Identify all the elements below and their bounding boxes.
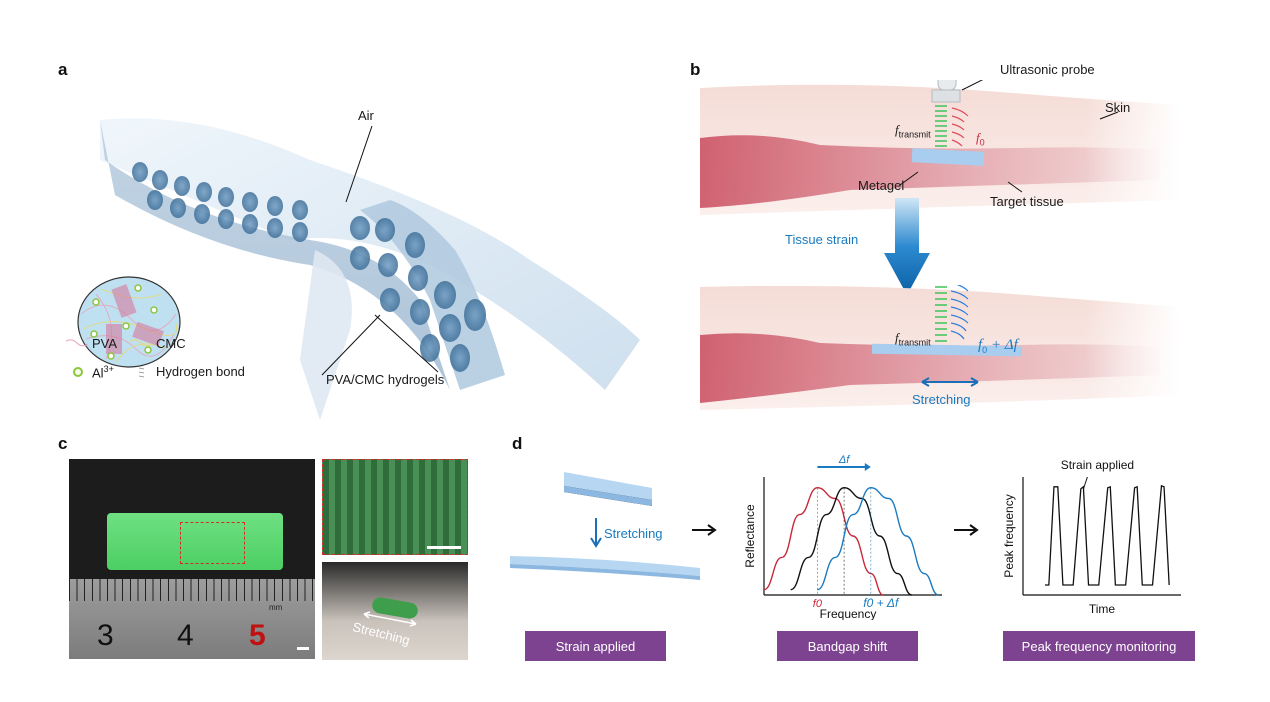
cmc-chain-icon — [130, 339, 152, 347]
ruler: mm 3 4 5 — [69, 579, 315, 659]
legend-hydrogen-bond: Hydrogen bond — [156, 364, 245, 379]
metagel-block-unstretched — [564, 472, 652, 506]
series-line-1 — [790, 487, 912, 596]
label-stretching-b: Stretching — [912, 392, 971, 407]
tissue-strain-arrow-icon — [884, 198, 930, 295]
y-axis-label: Reflectance — [743, 504, 757, 568]
metagel-3d-illustration — [100, 118, 640, 420]
metagel-photo: mm 3 4 5 — [69, 459, 315, 659]
callout-target-tissue: Target tissue — [990, 194, 1064, 209]
panel-b-label: b — [690, 60, 701, 79]
ruler-number-5: 5 — [249, 619, 266, 652]
delta-f-label: Δf — [838, 455, 850, 466]
callout-air: Air — [358, 108, 374, 123]
hydrogen-bond-icon — [138, 367, 145, 378]
ruler-number-3: 3 — [97, 619, 114, 652]
scale-bar — [427, 546, 461, 549]
stretching-hands-photo: Stretching — [322, 562, 468, 660]
stretching-double-arrow-icon — [921, 377, 979, 387]
legend-al-ion: Al3+ — [92, 364, 114, 381]
label-f-transmit-top: ftransmit — [895, 122, 931, 140]
forearm-unstrained-illustration — [700, 80, 1180, 220]
ruler-unit: mm — [269, 603, 283, 612]
annotation-strain-applied: Strain applied — [1061, 458, 1134, 472]
series-line-0 — [763, 487, 884, 596]
label-f0-delta-f: f0 + Δf — [978, 337, 1018, 355]
stretching-arrow-icon — [363, 611, 417, 627]
label-tissue-strain: Tissue strain — [785, 232, 859, 247]
f0-plus-delta-tick-label: f0 + Δf — [863, 596, 900, 610]
step-bandgap-shift: Bandgap shift — [777, 631, 918, 661]
annotation-leader — [1082, 476, 1088, 490]
pva-chain-icon — [66, 339, 88, 347]
delta-f-arrowhead — [864, 463, 871, 471]
callout-pva-cmc-hydrogels: PVA/CMC hydrogels — [326, 372, 445, 387]
f0-tick-label: f0 — [813, 598, 823, 610]
peak-frequency-line — [1045, 484, 1170, 586]
step-strain-applied: Strain applied — [525, 631, 666, 661]
callout-skin: Skin — [1105, 100, 1131, 115]
callout-metagel: Metagel — [858, 178, 905, 193]
x-axis-label: Frequency — [820, 607, 877, 620]
legend-cmc: CMC — [156, 336, 186, 351]
x-axis-label: Time — [1089, 602, 1116, 616]
panel-c-label: c — [58, 434, 68, 453]
ruler-number-4: 4 — [177, 619, 194, 652]
label-f0-top: f0 — [976, 130, 985, 148]
right-arrow-icon — [954, 524, 979, 536]
label-stretching-d: Stretching — [604, 526, 663, 541]
series-line-2 — [817, 487, 939, 596]
step-peak-frequency-monitoring: Peak frequency monitoring — [1003, 631, 1195, 661]
zoom-region-marker — [180, 522, 245, 564]
metagel-block-stretched — [510, 556, 700, 580]
scale-bar — [297, 647, 309, 650]
legend-pva: PVA — [92, 336, 118, 351]
forearm-strained-illustration — [700, 285, 1180, 415]
panel-d-label: d — [512, 434, 523, 453]
molecular-network-inset — [77, 276, 181, 368]
label-f-transmit-bottom: ftransmit — [895, 330, 931, 348]
al-ion-icon — [73, 367, 83, 377]
right-arrow-icon — [692, 524, 717, 536]
y-axis-label: Peak frequency — [1002, 494, 1016, 577]
callout-ultrasonic-probe: Ultrasonic probe — [1000, 62, 1095, 77]
panel-a-label: a — [58, 60, 68, 79]
stretching-down-arrow-icon — [590, 518, 602, 548]
zoomed-microscopy-photo — [322, 459, 468, 555]
